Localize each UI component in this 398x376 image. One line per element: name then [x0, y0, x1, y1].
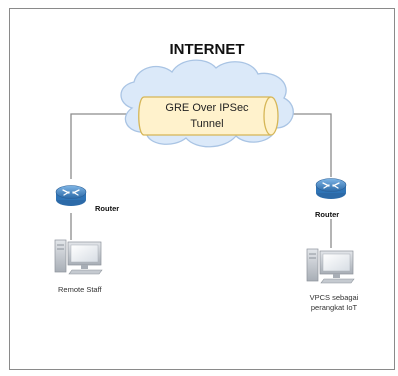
tunnel-label-line2: Tunnel [190, 118, 223, 130]
router-icon [55, 185, 87, 206]
diagram-title: INTERNET [170, 41, 245, 58]
router-icon [315, 178, 347, 199]
tunnel-label-line1: GRE Over IPSec [165, 102, 249, 114]
right-device-label-line1: VPCS sebagai [310, 293, 359, 302]
gre-ipsec-tunnel: GRE Over IPSec Tunnel [138, 96, 279, 136]
desktop-pc-icon [306, 248, 355, 284]
right-cloud-link [280, 113, 332, 177]
left-cloud-link [70, 113, 135, 179]
desktop-pc-icon [54, 239, 103, 275]
diagram-border [9, 8, 395, 370]
right-router-label: Router [315, 210, 339, 219]
left-device-label: Remote Staff [58, 285, 103, 294]
network-links [70, 113, 332, 248]
right-device-label-line2: perangkat IoT [311, 303, 358, 312]
left-router-label: Router [95, 204, 119, 213]
